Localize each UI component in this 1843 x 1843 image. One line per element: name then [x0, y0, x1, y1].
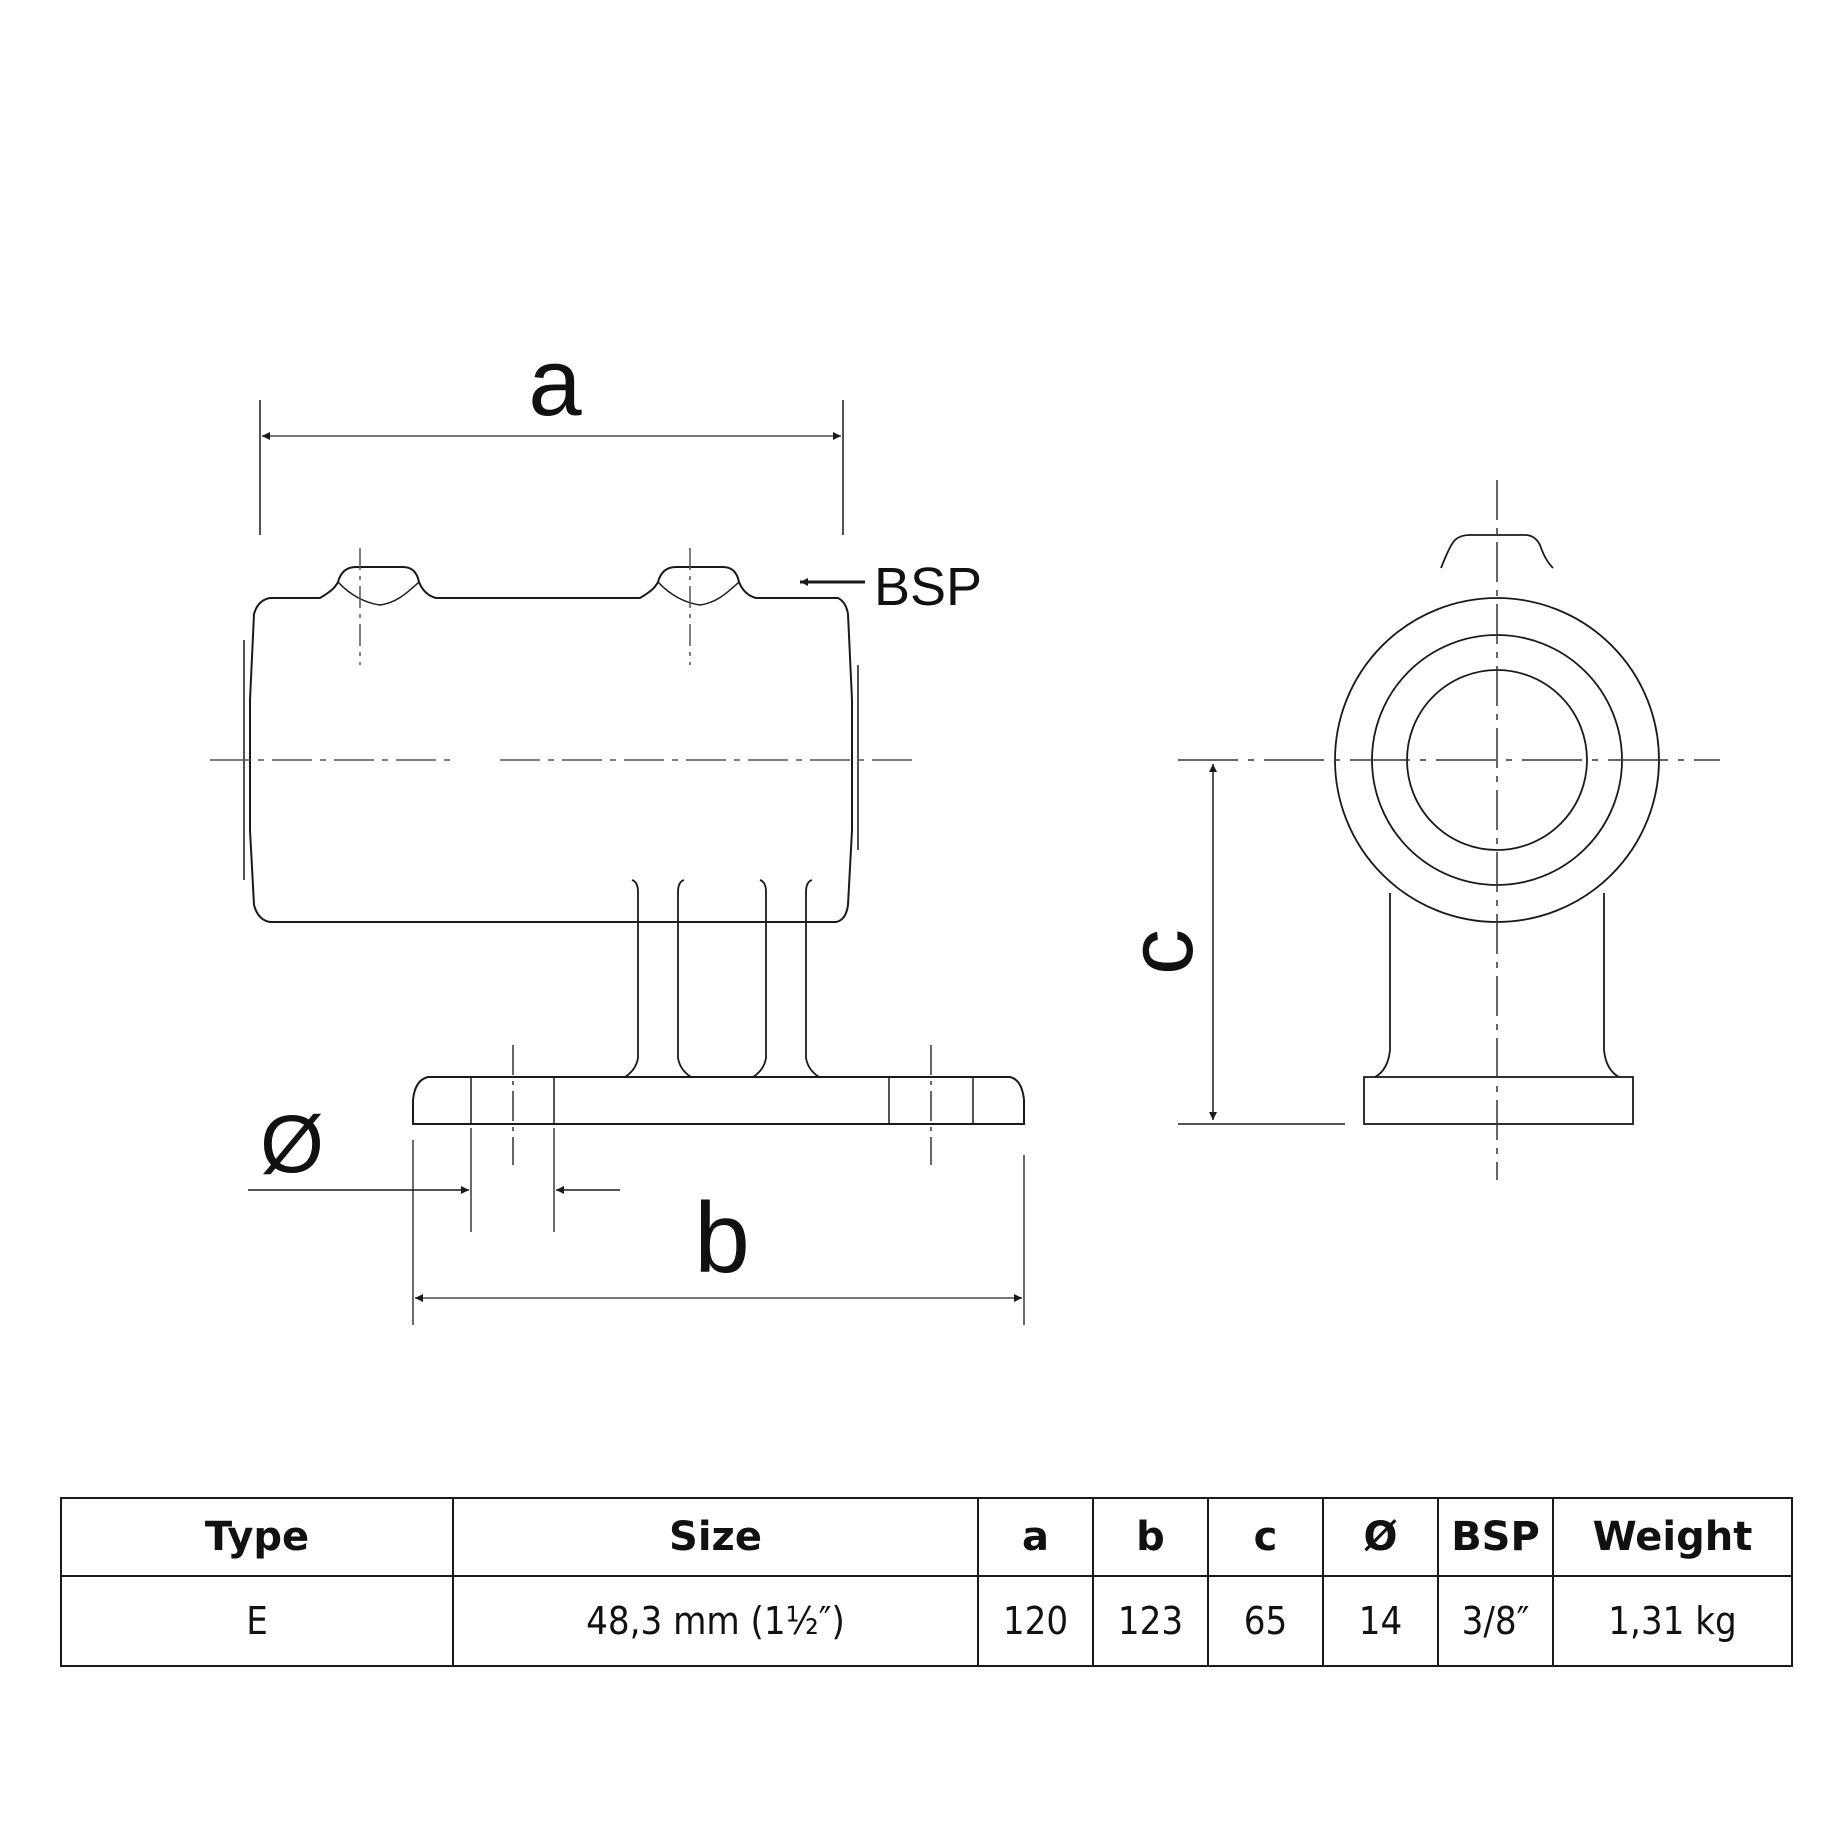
cell-c: 65	[1207, 1575, 1324, 1667]
bsp-callout: BSP	[800, 557, 982, 617]
cell-a: 120	[977, 1575, 1094, 1667]
bsp-callout-label: BSP	[874, 557, 982, 617]
dim-c-label: c	[1110, 929, 1212, 975]
header-diameter: Ø	[1322, 1497, 1439, 1577]
header-weight: Weight	[1552, 1497, 1793, 1577]
cell-type: E	[60, 1575, 454, 1667]
base-plate	[412, 1076, 1025, 1125]
specification-table: Type Size a b c Ø BSP Weight E 48,3 mm (…	[60, 1497, 1793, 1667]
cell-weight: 1,31 kg	[1552, 1575, 1793, 1667]
cell-bsp: 3/8″	[1437, 1575, 1554, 1667]
header-type: Type	[60, 1497, 454, 1577]
cell-size: 48,3 mm (1½″)	[452, 1575, 979, 1667]
header-b: b	[1092, 1497, 1209, 1577]
cell-diameter: 14	[1322, 1575, 1439, 1667]
table-row: E 48,3 mm (1½″) 120 123 65 14 3/8″ 1,31 …	[60, 1575, 1793, 1667]
dim-b-label: b	[694, 1182, 750, 1294]
dimension-b: b	[412, 1140, 1025, 1325]
stems	[624, 879, 820, 1078]
header-size: Size	[452, 1497, 979, 1577]
end-view: c	[1110, 480, 1720, 1180]
dimension-c: c	[1110, 764, 1345, 1125]
header-c: c	[1207, 1497, 1324, 1577]
dim-diameter-label: Ø	[260, 1099, 324, 1190]
pipe-body-outline	[249, 566, 853, 923]
side-view: a BSP	[210, 329, 1025, 1325]
table-header-row: Type Size a b c Ø BSP Weight	[60, 1497, 1793, 1577]
cell-b: 123	[1092, 1575, 1209, 1667]
dimension-diameter: Ø	[248, 1099, 620, 1232]
dimension-a: a	[259, 329, 844, 535]
header-bsp: BSP	[1437, 1497, 1554, 1577]
header-a: a	[977, 1497, 1094, 1577]
dim-a-label: a	[528, 329, 582, 436]
